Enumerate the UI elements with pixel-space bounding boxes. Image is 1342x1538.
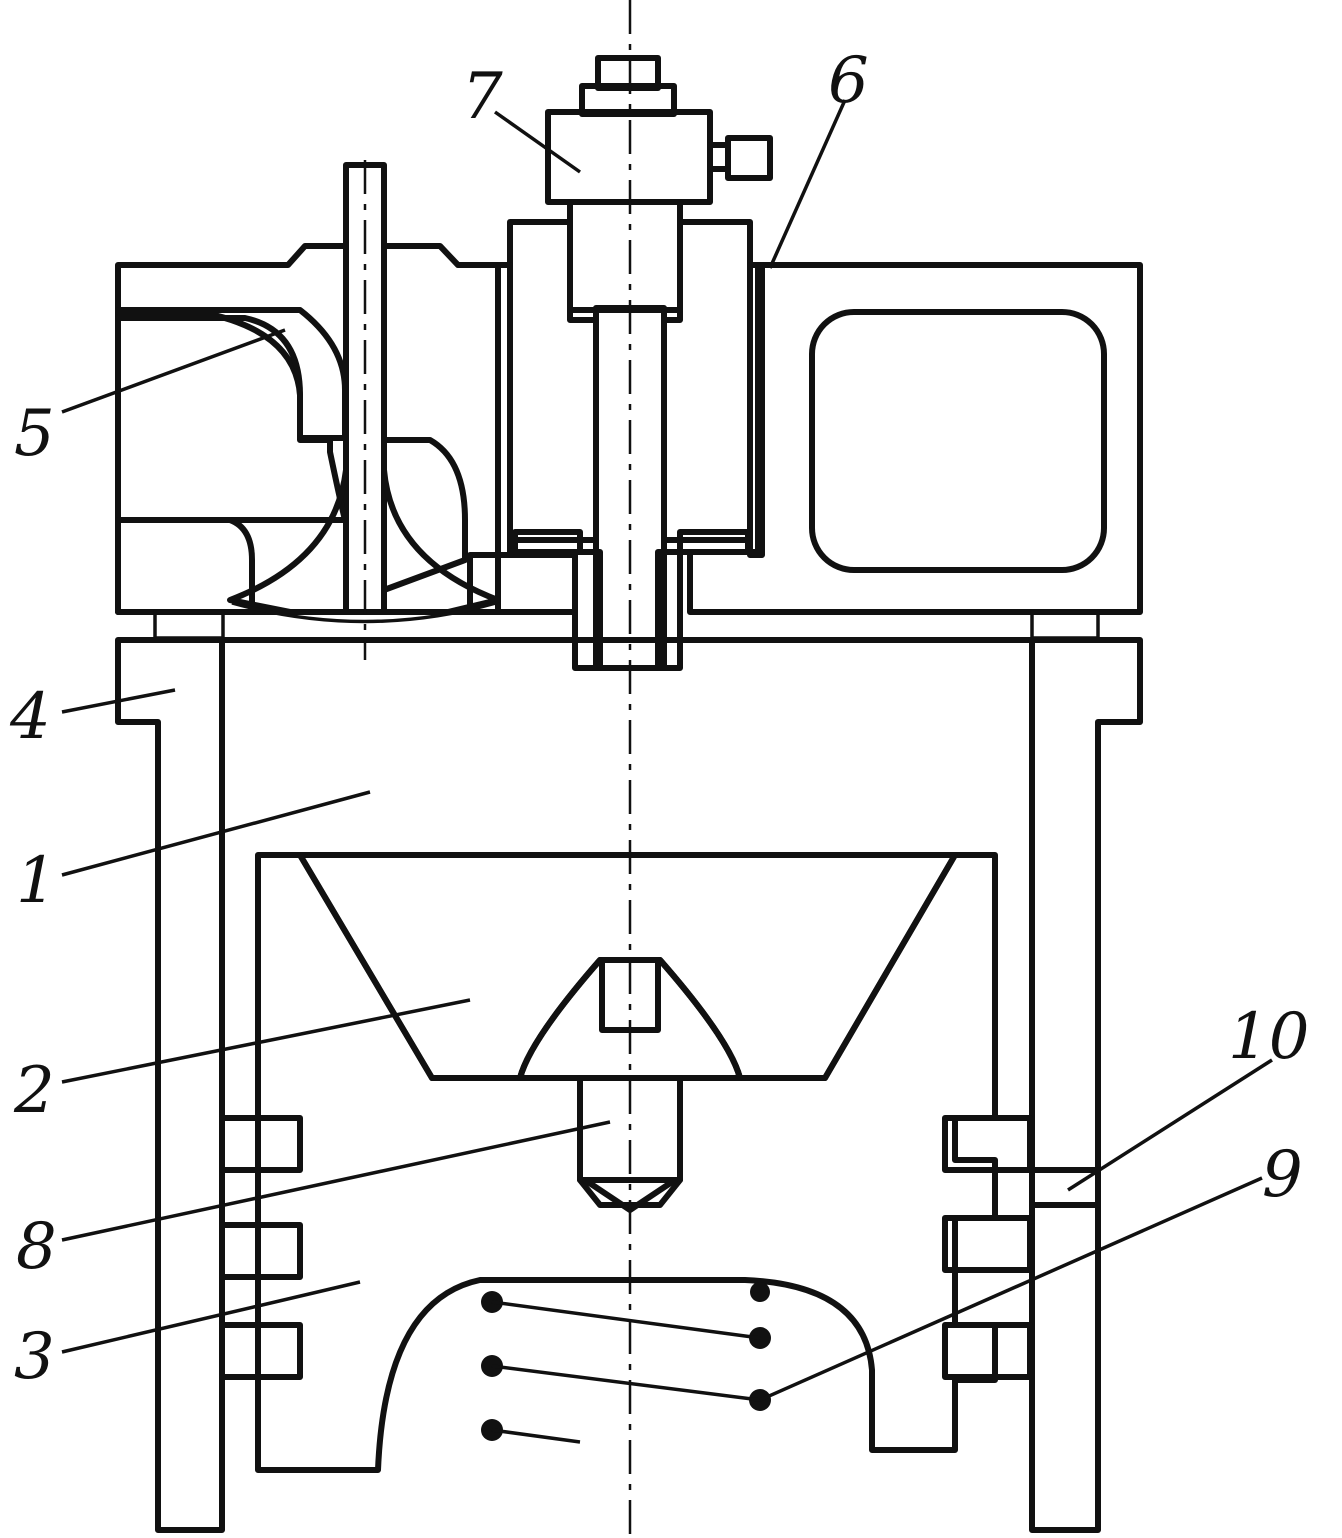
piston — [222, 855, 1030, 1470]
label-7: 7 — [462, 60, 503, 134]
label-6: 6 — [828, 44, 869, 118]
oil-jets — [481, 1282, 771, 1442]
label-1: 1 — [16, 844, 57, 918]
injector — [548, 58, 770, 668]
label-5: 5 — [14, 397, 55, 471]
label-4: 4 — [9, 680, 51, 754]
label-2: 2 — [13, 1054, 55, 1128]
label-9: 9 — [1262, 1138, 1303, 1212]
label-3: 3 — [14, 1320, 55, 1394]
label-8: 8 — [16, 1210, 57, 1284]
label-10: 10 — [1228, 1000, 1309, 1074]
